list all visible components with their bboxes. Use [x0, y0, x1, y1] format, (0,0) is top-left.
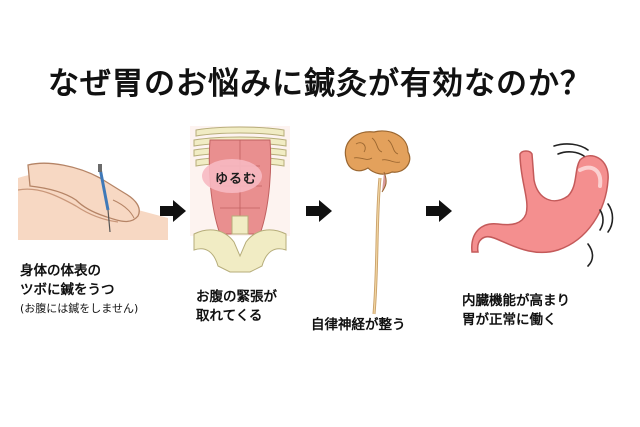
step-1-line-1: 身体の体表の — [20, 263, 101, 279]
step-2-line-2: 取れてくる — [196, 308, 263, 324]
step-3-line-1: 自律神経が整う — [311, 317, 406, 333]
arrow-right-icon — [160, 200, 186, 222]
stomach-icon — [470, 140, 620, 270]
arrow-right-icon — [306, 200, 332, 222]
step-4-line-2: 胃が正常に働く — [462, 312, 557, 328]
brain-nerve-icon — [338, 128, 418, 318]
step-1-line-2: ツボに鍼をうつ — [20, 282, 115, 298]
step-2-line-1: お腹の緊張が — [196, 289, 277, 305]
step-1-note: (お腹には鍼をしません) — [20, 302, 139, 315]
acupuncture-hand-icon — [17, 160, 168, 240]
step-1-caption: 身体の体表の ツボに鍼をうつ (お腹には鍼をしません) — [20, 262, 138, 317]
relax-label: ゆるむ — [215, 172, 258, 187]
step-4-caption: 内臓機能が高まり 胃が正常に働く — [462, 292, 570, 330]
step-4-line-1: 内臓機能が高まり — [462, 293, 570, 309]
step-2-caption: お腹の緊張が 取れてくる — [196, 288, 277, 326]
page-title: なぜ胃のお悩みに鍼灸が有効なのか？ — [48, 66, 592, 102]
step-3-caption: 自律神経が整う — [311, 316, 406, 335]
arrow-right-icon — [426, 200, 452, 222]
abdomen-skeleton-icon — [190, 126, 290, 276]
